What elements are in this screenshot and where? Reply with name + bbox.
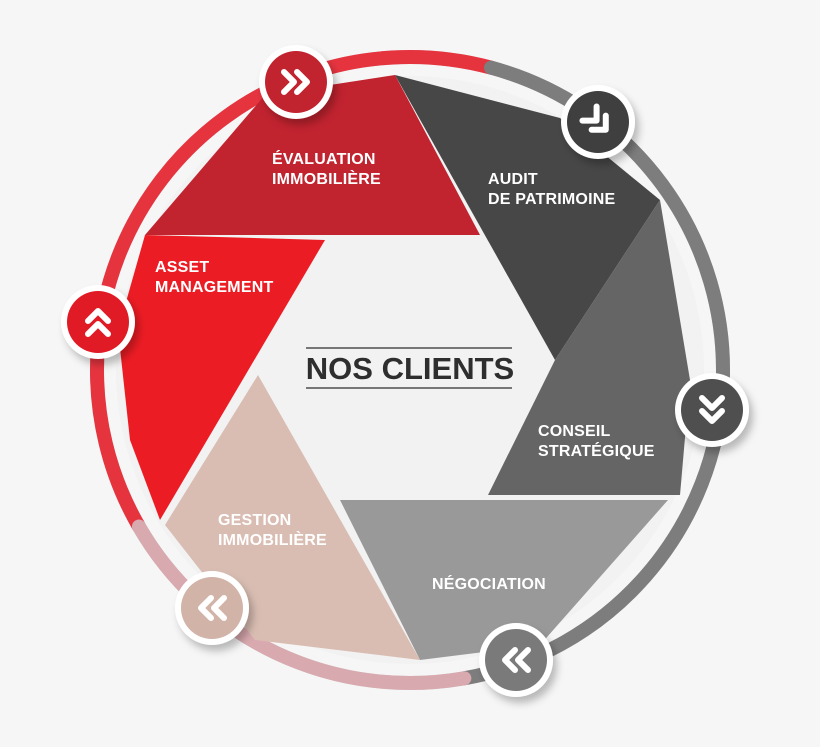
ring-badges: [61, 45, 749, 697]
double-chevron-down-right-icon: [579, 103, 609, 133]
ring-badge: [675, 373, 749, 447]
ring-badge: [479, 623, 553, 697]
chevron-stroke: [281, 69, 297, 95]
blade-label-negociation: NÉGOCIATION: [432, 574, 546, 593]
blade-label-line: CONSEIL: [538, 423, 611, 440]
blade-label-line: DE PATRIMOINE: [488, 191, 615, 208]
blade-label-line: ASSET: [155, 259, 209, 276]
double-chevron-up-icon: [85, 308, 111, 337]
blade-label-line: NÉGOCIATION: [432, 574, 546, 593]
double-chevron-right-icon: [281, 69, 310, 95]
double-chevron-left-icon: [502, 647, 531, 673]
chevron-stroke: [211, 595, 227, 621]
blade-evaluation: [145, 75, 480, 235]
ring-badge: [259, 45, 333, 119]
blade-asset: [118, 235, 325, 520]
blade-conseil: [488, 200, 690, 495]
chevron-stroke: [294, 69, 310, 95]
blade-label-line: AUDIT: [488, 171, 538, 188]
chevron-stroke: [198, 595, 214, 621]
chevron-stroke: [699, 395, 725, 411]
chevron-stroke: [85, 308, 111, 324]
center-title: NOS CLIENTS: [306, 351, 514, 386]
blade-label-line: STRATÉGIQUE: [538, 441, 655, 460]
ring-badge: [61, 285, 135, 359]
center-title-group: NOS CLIENTS: [306, 347, 514, 389]
outer-ring-arc-red: [90, 50, 499, 534]
chevron-stroke: [85, 321, 111, 337]
double-chevron-down-icon: [699, 395, 725, 424]
chevron-stroke: [502, 647, 518, 673]
double-chevron-left-icon: [198, 595, 227, 621]
blade-label-line: IMMOBILIÈRE: [272, 169, 381, 188]
ring-badge: [561, 85, 635, 159]
chevron-stroke: [515, 647, 531, 673]
blade-label-line: MANAGEMENT: [155, 279, 273, 296]
blade-label-audit: AUDIT DE PATRIMOINE: [488, 171, 615, 208]
blade-label-line: ÉVALUATION: [272, 149, 376, 168]
outer-ring-arc-rose: [131, 519, 472, 690]
blade-label-asset: ASSET MANAGEMENT: [155, 259, 273, 296]
chevron-stroke: [699, 408, 725, 424]
chevron-stroke: [579, 103, 600, 124]
blade-label-line: GESTION: [218, 512, 291, 529]
blade-negociation: [340, 500, 668, 660]
chevron-stroke: [588, 112, 609, 133]
blade-label-line: IMMOBILIÈRE: [218, 530, 327, 549]
aperture-blades: [118, 75, 690, 660]
ring-badge: [175, 571, 249, 645]
